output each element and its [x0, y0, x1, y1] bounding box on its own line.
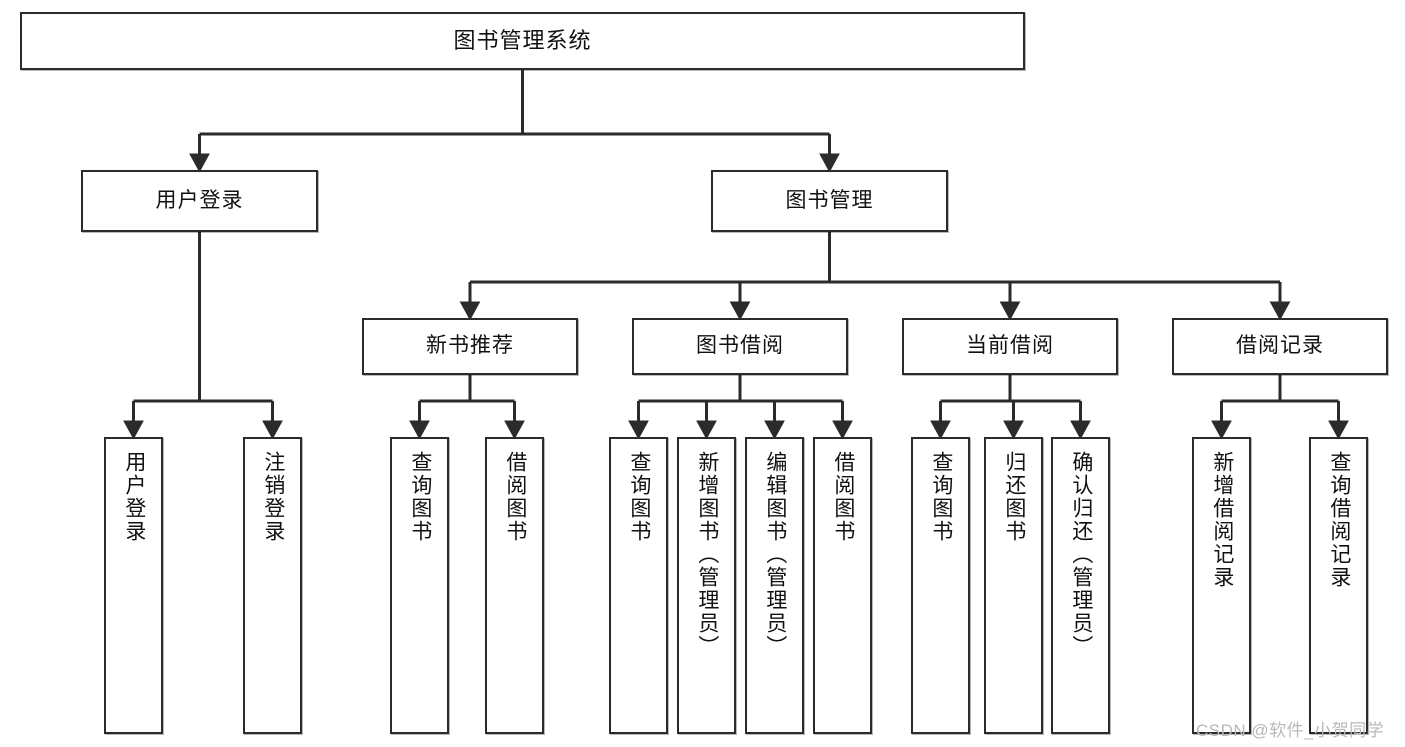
node-label: 查询图书	[408, 451, 432, 543]
watermark-text: CSDN @软件_小贺同学	[1196, 721, 1385, 740]
node-label: 查询图书	[929, 451, 953, 543]
node-l-q3[interactable]: 查询图书	[911, 437, 970, 734]
node-label: 借阅图书	[503, 451, 527, 543]
node-root[interactable]: 图书管理系统	[20, 12, 1025, 70]
node-label: 当前借阅	[966, 334, 1054, 358]
node-l-confirm[interactable]: 确认归还（管理员）	[1051, 437, 1110, 734]
node-l-logout[interactable]: 注销登录	[243, 437, 302, 734]
node-l-b2[interactable]: 借阅图书	[813, 437, 872, 734]
node-l-addrec[interactable]: 新增借阅记录	[1192, 437, 1251, 734]
node-label: 归还图书	[1002, 451, 1026, 543]
connector-lines	[123, 70, 1349, 440]
node-l-qrec[interactable]: 查询借阅记录	[1309, 437, 1368, 734]
node-label: 新书推荐	[426, 334, 514, 358]
node-label: 用户登录	[155, 188, 244, 212]
node-label: 借阅图书	[831, 451, 855, 543]
node-label: 图书借阅	[696, 334, 784, 358]
node-label: 用户登录	[122, 451, 146, 543]
node-label: 查询借阅记录	[1327, 451, 1351, 589]
node-l-b1[interactable]: 借阅图书	[485, 437, 544, 734]
node-l-login[interactable]: 用户登录	[104, 437, 163, 734]
node-l-edit[interactable]: 编辑图书（管理员）	[745, 437, 804, 734]
node-label: 新增图书（管理员）	[695, 451, 719, 658]
node-l-add[interactable]: 新增图书（管理员）	[677, 437, 736, 734]
node-l-q2[interactable]: 查询图书	[609, 437, 668, 734]
node-label: 图书管理系统	[453, 28, 592, 54]
node-newbooks[interactable]: 新书推荐	[362, 318, 578, 375]
node-label: 确认归还（管理员）	[1069, 451, 1093, 658]
node-label: 编辑图书（管理员）	[763, 451, 787, 658]
node-label: 借阅记录	[1236, 334, 1324, 358]
node-borrow[interactable]: 图书借阅	[632, 318, 848, 375]
node-bookmgmt[interactable]: 图书管理	[711, 170, 948, 232]
node-l-return[interactable]: 归还图书	[984, 437, 1043, 734]
node-current[interactable]: 当前借阅	[902, 318, 1118, 375]
node-label: 图书管理	[785, 188, 874, 212]
node-records[interactable]: 借阅记录	[1172, 318, 1388, 375]
node-login[interactable]: 用户登录	[81, 170, 318, 232]
node-label: 注销登录	[261, 451, 285, 543]
node-label: 新增借阅记录	[1210, 451, 1234, 589]
node-label: 查询图书	[627, 451, 651, 543]
node-l-q1[interactable]: 查询图书	[390, 437, 449, 734]
